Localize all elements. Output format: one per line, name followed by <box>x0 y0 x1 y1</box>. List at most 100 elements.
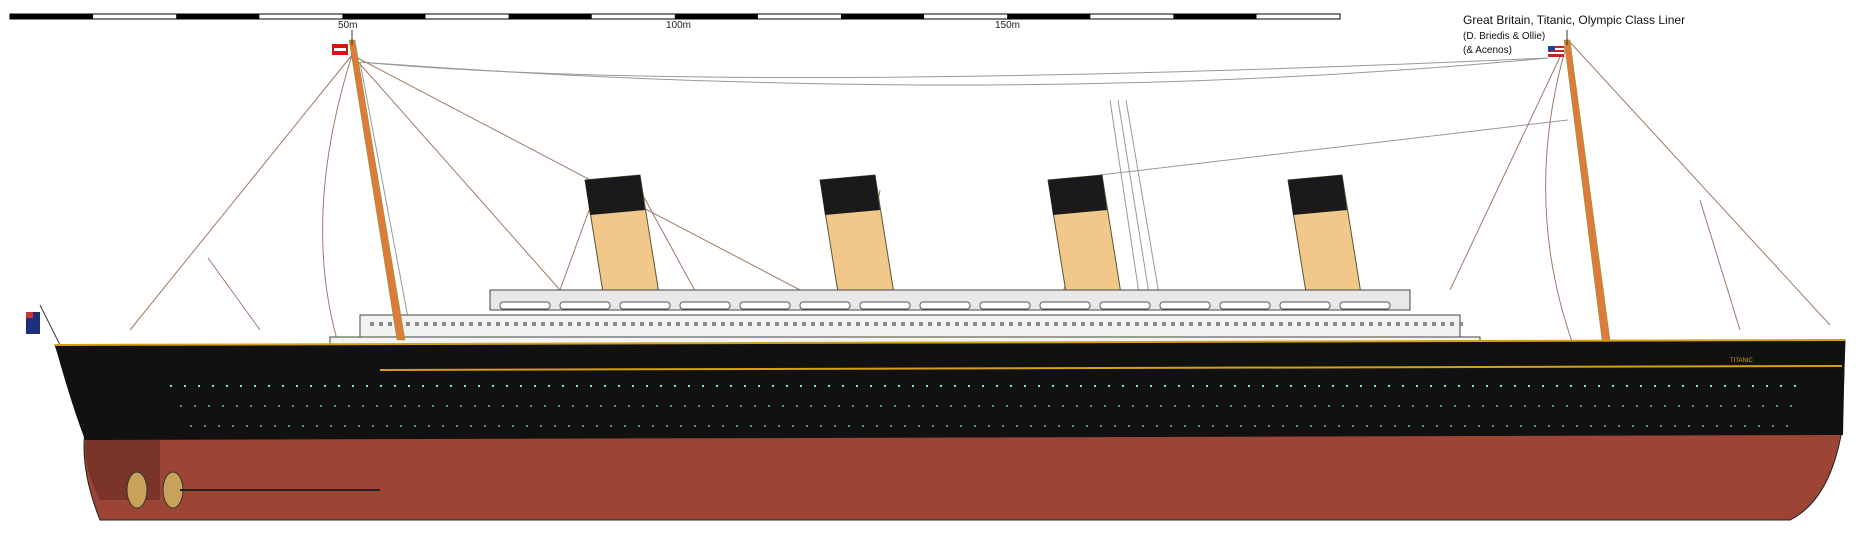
porthole <box>642 405 644 407</box>
porthole <box>926 385 928 387</box>
porthole <box>1506 425 1508 427</box>
porthole <box>876 425 878 427</box>
porthole <box>1184 425 1186 427</box>
deck-window <box>964 322 968 326</box>
porthole <box>502 405 504 407</box>
masts <box>348 30 1611 341</box>
deck-window <box>1009 322 1013 326</box>
porthole <box>1604 425 1606 427</box>
porthole <box>1104 405 1106 407</box>
porthole <box>1220 385 1222 387</box>
deck-window <box>631 322 635 326</box>
porthole <box>586 405 588 407</box>
porthole <box>1548 425 1550 427</box>
deck-window <box>1162 322 1166 326</box>
deck-window <box>793 322 797 326</box>
porthole <box>1696 385 1698 387</box>
porthole <box>1646 425 1648 427</box>
porthole <box>1296 425 1298 427</box>
porthole <box>814 385 816 387</box>
porthole <box>978 405 980 407</box>
porthole <box>1528 385 1530 387</box>
porthole <box>1216 405 1218 407</box>
porthole <box>702 385 704 387</box>
scale-bar-segment <box>176 14 260 19</box>
porthole <box>1030 425 1032 427</box>
funnel-1 <box>584 174 661 306</box>
porthole <box>596 425 598 427</box>
porthole <box>670 405 672 407</box>
porthole <box>1720 405 1722 407</box>
deck-window <box>505 322 509 326</box>
deck-window <box>1279 322 1283 326</box>
porthole <box>1482 405 1484 407</box>
porthole <box>1268 425 1270 427</box>
lifeboat <box>559 301 611 310</box>
porthole <box>400 425 402 427</box>
deck-window <box>1189 322 1193 326</box>
porthole <box>470 425 472 427</box>
deck-window <box>676 322 680 326</box>
porthole <box>1576 425 1578 427</box>
porthole <box>358 425 360 427</box>
deck-window <box>559 322 563 326</box>
porthole <box>624 425 626 427</box>
deck-window <box>955 322 959 326</box>
porthole <box>600 405 602 407</box>
deck-window <box>1243 322 1247 326</box>
porthole <box>568 425 570 427</box>
deck-window <box>478 322 482 326</box>
lifeboat <box>739 301 791 310</box>
deck-window <box>811 322 815 326</box>
scale-bar-segment <box>1173 14 1257 19</box>
porthole <box>1492 425 1494 427</box>
porthole <box>226 385 228 387</box>
porthole <box>1702 425 1704 427</box>
porthole <box>418 405 420 407</box>
porthole <box>1790 405 1792 407</box>
porthole <box>1170 425 1172 427</box>
deck-window <box>379 322 383 326</box>
scale-bar-segment <box>841 14 925 19</box>
porthole <box>764 425 766 427</box>
porthole <box>936 405 938 407</box>
deck-window <box>1099 322 1103 326</box>
scale-bar-segment <box>674 14 758 19</box>
deck-window <box>1198 322 1202 326</box>
porthole <box>1352 425 1354 427</box>
deck-window <box>1288 322 1292 326</box>
porthole <box>1272 405 1274 407</box>
porthole <box>1206 385 1208 387</box>
deck-window <box>838 322 842 326</box>
porthole <box>772 385 774 387</box>
porthole <box>1570 385 1572 387</box>
porthole <box>1128 425 1130 427</box>
porthole <box>1780 385 1782 387</box>
porthole <box>212 385 214 387</box>
porthole <box>534 385 536 387</box>
porthole <box>778 425 780 427</box>
porthole <box>1052 385 1054 387</box>
lifeboat <box>1039 301 1091 310</box>
porthole <box>800 385 802 387</box>
lifeboat <box>919 301 971 310</box>
porthole <box>796 405 798 407</box>
porthole <box>730 385 732 387</box>
porthole <box>1346 385 1348 387</box>
porthole <box>1058 425 1060 427</box>
porthole <box>1542 385 1544 387</box>
porthole <box>1598 385 1600 387</box>
deck-window <box>1072 322 1076 326</box>
porthole <box>442 425 444 427</box>
porthole <box>824 405 826 407</box>
porthole <box>1248 385 1250 387</box>
porthole <box>628 405 630 407</box>
porthole <box>1310 425 1312 427</box>
porthole <box>324 385 326 387</box>
porthole <box>1094 385 1096 387</box>
porthole <box>898 385 900 387</box>
porthole <box>1682 385 1684 387</box>
porthole <box>960 425 962 427</box>
porthole <box>1440 405 1442 407</box>
porthole <box>1500 385 1502 387</box>
